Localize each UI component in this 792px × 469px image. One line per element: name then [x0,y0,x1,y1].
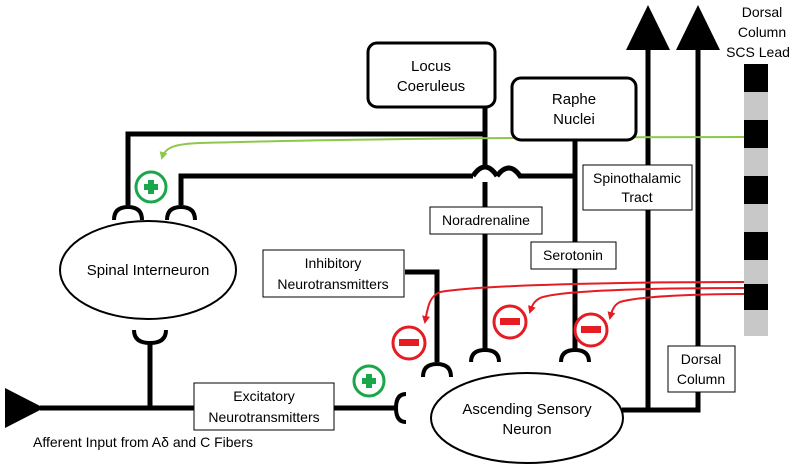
scs-lead [744,64,768,336]
scs-excitatory-arrow [159,136,745,160]
svg-text:Column: Column [738,24,786,40]
svg-text:SCS Lead: SCS Lead [726,44,790,60]
svg-text:Dorsal: Dorsal [742,4,782,20]
svg-text:Column: Column [677,371,725,387]
svg-text:Tract: Tract [621,189,652,205]
scs-inhibitory-arrow [528,287,745,314]
locus-label-line1: Locus [411,58,451,75]
plus-icon [134,170,168,204]
synapse-terminal [421,361,453,378]
svg-text:Neurotransmitters: Neurotransmitters [277,276,388,292]
afferent-label: Afferent Input from Aδ and C Fibers [33,434,253,450]
svg-text:Spinothalamic: Spinothalamic [593,170,681,186]
plus-icon [352,364,386,398]
svg-text:Inhibitory: Inhibitory [305,255,362,271]
lead-segment [744,120,768,148]
spinothalamic-label-box: Spinothalamic Tract [582,164,693,211]
minus-icon [573,312,609,348]
lead-segment [744,284,768,310]
locus-to-interneuron-line [125,105,488,205]
scs-lead-label: Dorsal Column SCS Lead [726,4,790,60]
minus-icon [492,304,528,340]
scs-inhibitory-arrow [607,293,745,320]
svg-text:Excitatory: Excitatory [233,388,294,404]
lead-segment [744,260,768,284]
svg-text:Serotonin: Serotonin [543,247,603,263]
dorsal-column-label-box: Dorsal Column [667,345,736,393]
afferent-arrowhead [5,388,44,428]
inhibitory-line [405,269,440,362]
minus-icon [391,325,427,361]
raphe-label-line2: Nuclei [553,111,595,128]
crossing-bridge [470,164,500,178]
raphe-label-line1: Raphe [552,91,596,108]
lead-segment [744,64,768,92]
spinothalamic-arrowhead [626,5,670,50]
svg-text:Dorsal: Dorsal [681,351,721,367]
serotonin-label-box: Serotonin [530,241,617,270]
lead-segment [744,92,768,120]
synapse-terminal [112,204,144,221]
synapse-terminal [165,204,197,221]
ascending-label-line2: Neuron [502,421,551,438]
dorsal-column-arrowhead [676,5,720,50]
synapse-terminal [469,347,501,363]
synapse-terminals [112,204,591,424]
excitatory-label-box: Excitatory Neurotransmitters [193,382,335,431]
scs-inhibitory-arrows [422,281,745,324]
spinal-interneuron-node: Spinal Interneuron [59,220,237,320]
scs-inhibitory-arrow [422,281,745,324]
lead-segment [744,176,768,204]
ascending-neuron-node: Ascending Sensory Neuron [430,372,624,464]
lead-segment [744,232,768,260]
synapse-terminal [393,392,407,424]
lead-segment [744,310,768,336]
inhibitory-label-box: Inhibitory Neurotransmitters [262,249,405,298]
interneuron-label: Spinal Interneuron [87,262,210,279]
svg-text:Noradrenaline: Noradrenaline [442,212,530,228]
noradrenaline-label-box: Noradrenaline [429,206,543,235]
ascending-to-tracts [622,40,701,413]
lead-segment [744,148,768,176]
raphe-to-interneuron-line [178,140,578,205]
locus-label-line2: Coeruleus [397,78,465,95]
synapse-terminal [559,347,591,363]
synapse-terminal [132,329,168,346]
ascending-label-line1: Ascending Sensory [462,401,592,418]
raphe-nuclei-node: Raphe Nuclei [510,76,638,142]
svg-text:Neurotransmitters: Neurotransmitters [208,409,319,425]
locus-coeruleus-node: Locus Coeruleus [366,41,497,109]
lead-segment [744,204,768,232]
